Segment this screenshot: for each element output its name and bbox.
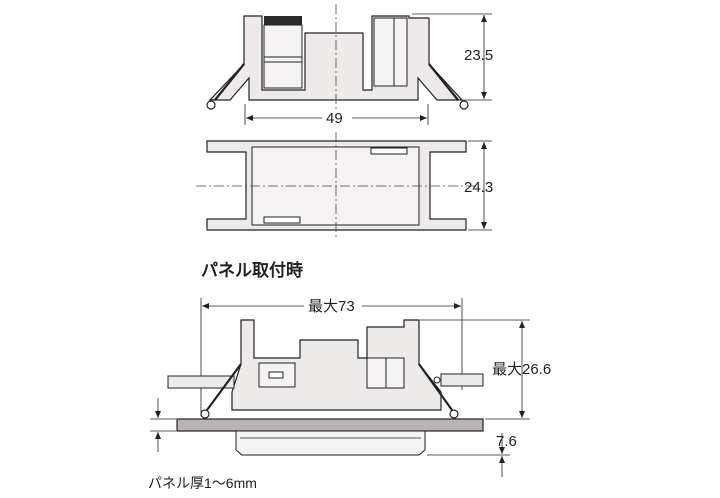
panel-view-heading: パネル取付時: [201, 260, 303, 280]
panel-view-lower-body: [235, 430, 426, 456]
top-view-dark-cap: [264, 16, 302, 25]
panel-thickness-note: パネル厚1～6mm: [148, 475, 257, 491]
middle-view-clip-bottom: [263, 216, 301, 224]
mounting-panel: [176, 418, 484, 432]
panel-view-window-indicator: [268, 371, 284, 379]
middle-view-height-dimension: 24.3: [464, 179, 493, 196]
middle-view-clip-top: [370, 147, 408, 155]
top-view-width-dimension: 49: [326, 110, 343, 127]
panel-view-lead-right: [440, 373, 484, 387]
top-view-slot-right: [373, 17, 408, 87]
top-view-latch-right: [459, 100, 469, 110]
panel-view-max-height-dimension: 最大26.6: [492, 361, 551, 378]
top-view: 23.5 49: [206, 4, 493, 127]
middle-view: 24.3: [196, 132, 493, 238]
panel-view-below-panel-dimension: 7.6: [496, 433, 517, 450]
panel-view: パネル取付時 最大73 最大26.6 7.6: [148, 260, 551, 491]
top-view-latch-left: [206, 100, 216, 110]
top-view-height-dimension: 23.5: [464, 47, 493, 64]
panel-view-max-width-dimension: 最大73: [308, 298, 355, 315]
panel-view-latch-left: [200, 409, 210, 419]
panel-view-lead-left: [167, 375, 235, 389]
panel-view-latch-right: [449, 409, 459, 419]
